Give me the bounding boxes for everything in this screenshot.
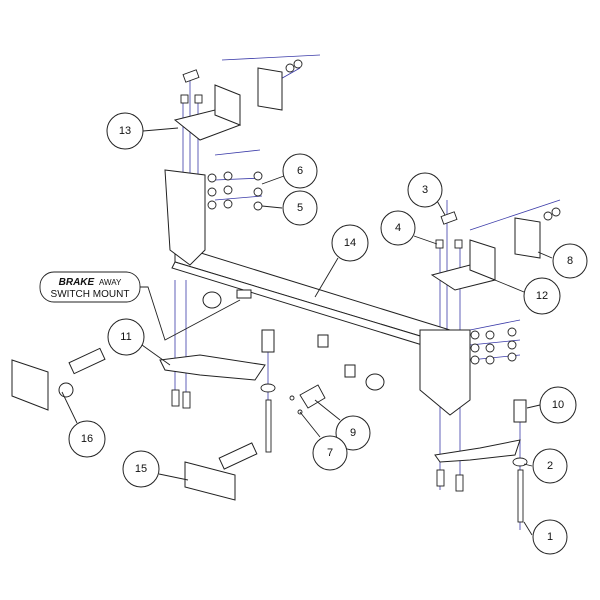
svg-text:4: 4 (395, 222, 401, 234)
callout-13: 13 (106, 112, 144, 150)
svg-text:14: 14 (344, 237, 356, 249)
callout-3: 3 (407, 172, 443, 208)
callout-4: 4 (380, 210, 416, 246)
callout-6: 6 (282, 153, 318, 189)
note-line1-rest: AWAY (99, 278, 122, 287)
callout-16: 16 (68, 420, 106, 458)
leader-lines (61, 127, 553, 536)
main-crossbar-part (164, 169, 471, 416)
callout-1: 1 (532, 519, 568, 555)
callout-8: 8 (552, 243, 588, 279)
callout-10: 10 (539, 386, 577, 424)
note-line2: SWITCH MOUNT (51, 289, 130, 300)
svg-text:BRAKE AWAY: BRAKE AWAY (59, 277, 122, 288)
svg-text:3: 3 (422, 184, 428, 196)
callout-14: 14 (331, 224, 369, 262)
callout-9: 9 (335, 415, 371, 451)
hardware (171, 59, 561, 523)
svg-text:10: 10 (552, 399, 564, 411)
callout-12: 12 (523, 277, 561, 315)
callout-11: 11 (107, 318, 145, 356)
brackets (159, 67, 541, 463)
svg-text:6: 6 (297, 165, 303, 177)
svg-text:15: 15 (135, 463, 147, 475)
callout-15: 15 (122, 450, 160, 488)
svg-text:5: 5 (297, 202, 303, 214)
svg-text:12: 12 (536, 290, 548, 302)
svg-text:11: 11 (120, 331, 131, 343)
svg-text:9: 9 (350, 427, 356, 439)
svg-text:8: 8 (567, 255, 573, 267)
svg-text:2: 2 (547, 460, 553, 472)
callout-2: 2 (532, 448, 568, 484)
callout-7: 7 (312, 435, 348, 471)
svg-text:7: 7 (327, 447, 333, 459)
assembly-axis-lines (174, 54, 561, 530)
note-line1-bold: BRAKE (59, 277, 95, 288)
svg-text:1: 1 (547, 531, 553, 543)
svg-text:16: 16 (81, 433, 93, 445)
callout-5: 5 (282, 190, 318, 226)
svg-text:13: 13 (119, 125, 131, 137)
brake-away-switch-mount-note: BRAKE AWAY SWITCH MOUNT (39, 271, 241, 341)
